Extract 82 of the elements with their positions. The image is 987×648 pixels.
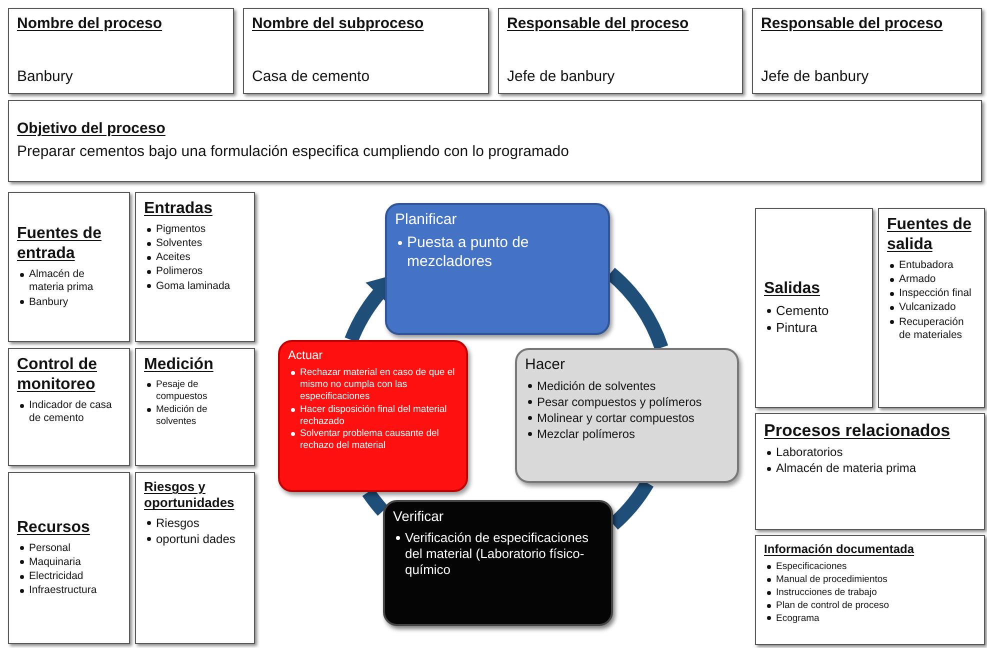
list-item: Maquinaria: [29, 556, 81, 568]
box-heading: Hacer: [525, 356, 566, 375]
process-box: [8, 100, 982, 182]
list-item: Armado: [899, 273, 936, 286]
list-item: Pintura: [776, 320, 818, 335]
process-box: [755, 208, 873, 408]
list-item: Ecograma: [776, 612, 820, 624]
list-item: Entubadora: [899, 259, 954, 271]
list-item: Manual de procedimientos: [776, 574, 888, 585]
box-heading: Salidas: [764, 278, 820, 299]
box-heading: Control de monitoreo: [17, 355, 98, 395]
box-heading: Fuentes de entrada: [17, 224, 102, 264]
list-item: Almacén de materia prima: [29, 268, 94, 294]
list-item: Mezclar polímeros: [537, 426, 636, 441]
box-heading: Nombre del subproceso: [252, 15, 424, 34]
process-box: [243, 8, 489, 94]
list-item: Pigmentos: [156, 223, 206, 235]
box-heading: Entradas: [144, 199, 212, 219]
box-heading: Procesos relacionados: [764, 420, 950, 442]
list-item: Verificación de especificaciones del material (Laboratorio físico-químico: [405, 530, 589, 577]
box-heading: Responsable del proceso: [761, 15, 943, 34]
list-item: Solventar problema causante del rechazo del material: [300, 428, 439, 452]
process-box: [135, 472, 255, 644]
list-item: Vulcanizado: [899, 301, 956, 314]
list-item: Goma laminada: [156, 280, 230, 292]
list-item: Cemento: [776, 302, 829, 318]
box-text: Preparar cementos bajo una formulación especifica cumpliendo con lo programado: [17, 143, 569, 162]
box-heading: Riesgos y oportunidades: [144, 479, 236, 512]
list-item: Rechazar material en caso de que el mismo no cumpla con las especificaciones: [300, 367, 455, 402]
list-item: Banbury: [29, 296, 68, 308]
list-item: Aceites: [156, 251, 190, 264]
list-item: oportuni dades: [156, 532, 236, 546]
list-item: Pesar compuestos y polímeros: [537, 394, 702, 409]
process-box: [383, 500, 613, 626]
process-box: [8, 472, 130, 644]
list-item: Laboratorios: [776, 445, 843, 460]
list-item: Electricidad: [29, 570, 84, 582]
list-item: Indicador de casa de cemento: [29, 399, 112, 424]
box-heading: Fuentes de salida: [887, 215, 972, 255]
box-heading: Verificar: [393, 508, 444, 526]
list-item: Especificaciones: [776, 561, 847, 572]
list-item: Recuperación de materiales: [899, 316, 964, 341]
process-box: [135, 348, 255, 466]
list-item: Medición de solventes: [156, 404, 208, 427]
box-heading: Planificar: [395, 211, 457, 230]
box-text: Jefe de banbury: [507, 68, 615, 87]
process-box: [878, 208, 985, 408]
list-item: Solventes: [156, 237, 202, 250]
box-text: Casa de cemento: [252, 68, 370, 87]
list-item: Hacer disposición final del material rechazado: [300, 404, 447, 426]
process-box: [755, 413, 985, 530]
list-item: Instrucciones de trabajo: [776, 586, 877, 598]
process-box: [385, 203, 610, 335]
process-box: [752, 8, 982, 94]
list-item: Molinear y cortar compuestos: [537, 410, 694, 425]
box-heading: Actuar: [288, 348, 323, 363]
process-box: [135, 192, 255, 342]
box-text: Banbury: [17, 68, 73, 87]
box-heading: Información documentada: [764, 542, 914, 557]
process-box: [278, 340, 468, 492]
process-box: [755, 535, 985, 645]
box-heading: Recursos: [17, 518, 90, 538]
list-item: Medición de solventes: [537, 378, 656, 393]
box-heading: Responsable del proceso: [507, 15, 689, 34]
box-heading: Objetivo del proceso: [17, 120, 166, 139]
list-item: Personal: [29, 542, 70, 554]
list-item: Almacén de materia prima: [776, 461, 916, 476]
box-text: Jefe de banbury: [761, 68, 869, 87]
process-box: [8, 192, 130, 342]
list-item: Infraestructura: [29, 584, 97, 596]
list-item: Riesgos: [156, 516, 200, 530]
list-item: Puesta a punto de mezcladores: [407, 234, 529, 270]
box-heading: Medición: [144, 355, 214, 375]
list-item: Pesaje de compuestos: [156, 379, 208, 402]
process-box: [8, 348, 130, 466]
list-item: Inspección final: [899, 287, 972, 300]
box-heading: Nombre del proceso: [17, 15, 162, 34]
list-item: Polimeros: [156, 265, 203, 278]
list-item: Plan de control de proceso: [776, 600, 890, 611]
process-box: [515, 348, 739, 483]
process-box: [8, 8, 234, 94]
process-box: [498, 8, 743, 94]
